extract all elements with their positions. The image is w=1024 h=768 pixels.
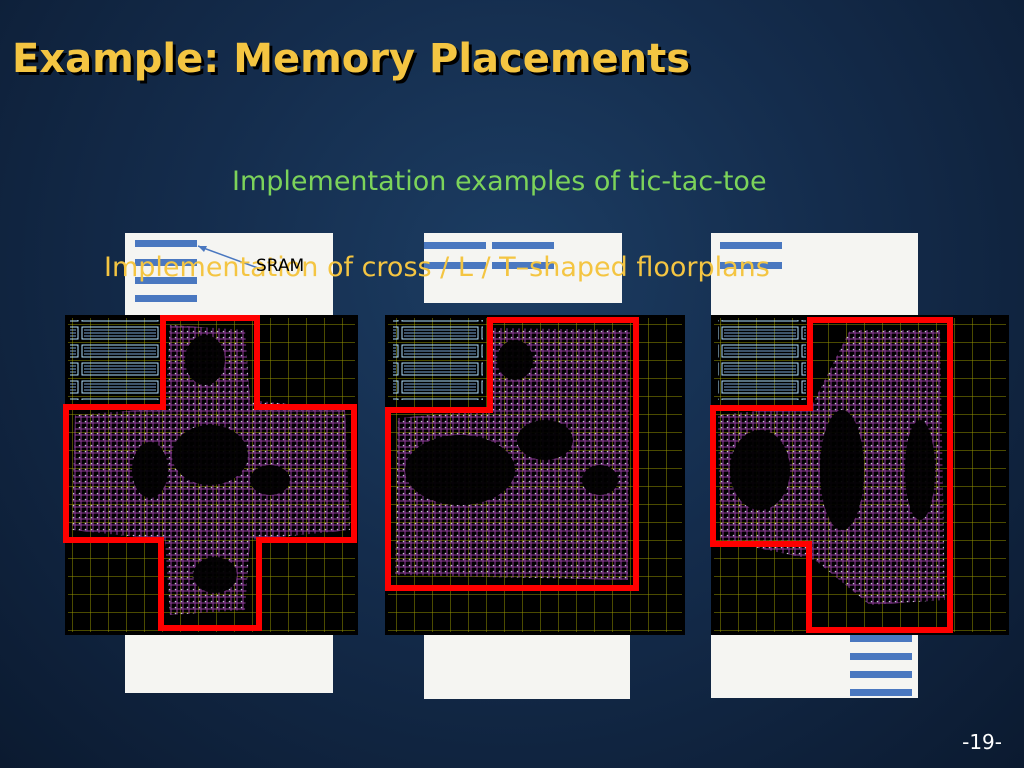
sram-macros xyxy=(718,320,806,400)
sram-label: SRAM xyxy=(256,256,305,276)
cross-outline xyxy=(63,315,357,631)
placed-cells xyxy=(395,328,630,580)
sram-block-group xyxy=(424,242,554,269)
sram-pointer-arrow xyxy=(197,245,259,269)
arrowhead-icon xyxy=(198,246,207,252)
cross-floorplan xyxy=(63,233,358,693)
sram-block-group-top xyxy=(720,242,782,269)
l-floorplan xyxy=(385,233,685,699)
sram-block-group xyxy=(135,240,197,302)
sram-panel-bottom xyxy=(424,635,630,699)
sram-macros xyxy=(70,320,160,400)
slide-subtitle: Implementation examples of tic-tac-toe xyxy=(232,166,767,197)
sram-block-group-bottom xyxy=(850,635,912,696)
l-outline xyxy=(385,317,639,591)
slide-title: Example: Memory Placements xyxy=(12,36,691,82)
sram-macros xyxy=(393,320,483,400)
t-outline xyxy=(710,317,953,633)
page-number: -19- xyxy=(962,730,1002,754)
t-floorplan xyxy=(710,233,1009,698)
floorplan-caption: Implementation of cross / L / T–shaped f… xyxy=(104,252,770,283)
